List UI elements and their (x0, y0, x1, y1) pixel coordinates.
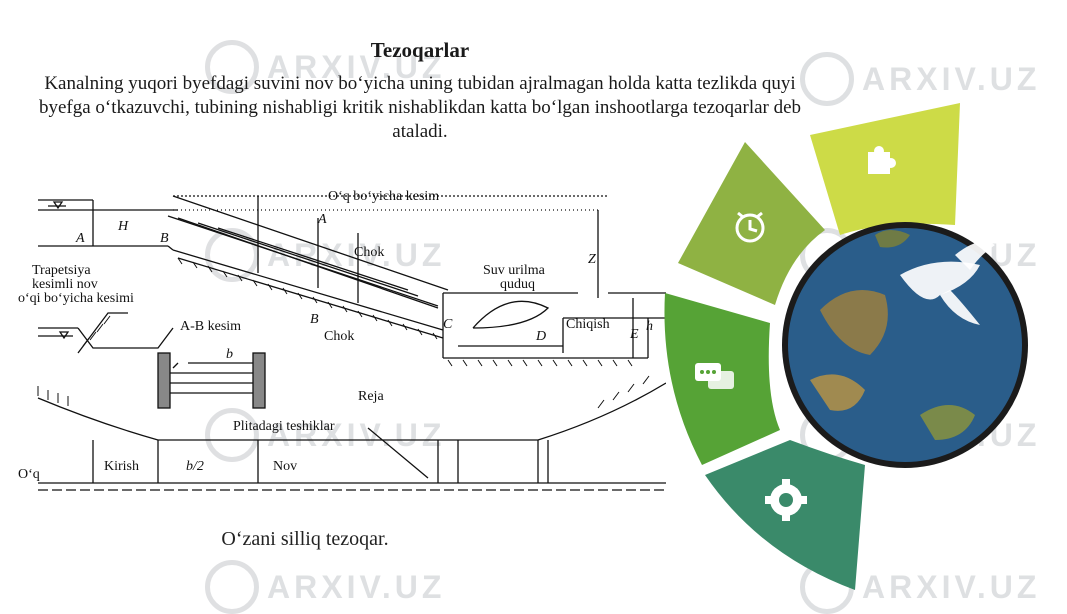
icon-menu (664, 103, 1028, 590)
puzzle-icon (868, 146, 896, 174)
label-well: Suv urilma (483, 263, 546, 278)
label-plate-holes: Plitadagi teshiklar (233, 419, 335, 434)
label-exit: Chiqish (566, 317, 610, 332)
label-trap3: o‘qi bo‘yicha kesimi (18, 291, 134, 306)
label-z: Z (588, 252, 596, 267)
label-h-small: h (646, 319, 653, 334)
label-b-width: b (226, 347, 233, 362)
chat-bubbles-icon (695, 363, 734, 389)
label-ab-section: A-B kesim (180, 319, 241, 334)
watermark: ARXIV.UZ (205, 560, 445, 614)
globe-dove-icon (782, 222, 1028, 468)
label-chok-lower: Chok (324, 329, 354, 344)
label-c: C (443, 317, 453, 332)
watermark: ARXIV.UZ (205, 408, 445, 462)
label-well2: quduq (500, 277, 535, 292)
watermark: ARXIV.UZ (205, 228, 445, 282)
label-axis: O‘q (18, 467, 40, 482)
label-b-half: b/2 (186, 459, 204, 474)
label-d: D (535, 329, 546, 344)
gear-icon (765, 479, 807, 521)
figure-caption: O‘zani silliq tezoqar. (221, 528, 389, 550)
label-b-lower: B (310, 312, 319, 327)
label-section-title: O‘q bo‘yicha kesim (328, 189, 439, 204)
alarm-clock-icon (735, 211, 765, 243)
intro-paragraph: Kanalning yuqori byefdagi suvini nov bo‘… (38, 73, 802, 142)
label-nov: Nov (273, 459, 297, 474)
label-a-top: A (317, 212, 327, 227)
label-chok-upper: Chok (354, 245, 384, 260)
label-h-big: H (117, 219, 129, 234)
page-title: Tezoqarlar (370, 38, 470, 62)
watermark: ARXIV.UZ (800, 52, 1040, 106)
label-a: A (75, 231, 85, 246)
label-entry: Kirish (104, 459, 139, 474)
label-trap2: kesimli nov (32, 277, 98, 292)
label-e: E (629, 327, 639, 342)
label-plan: Reja (358, 389, 384, 404)
spillway-drawing: O‘q bo‘yicha kesim A B H A Chok Chok B S… (18, 189, 666, 491)
label-trap1: Trapetsiya (32, 263, 91, 278)
label-b: B (160, 231, 169, 246)
watermark: ARXIV.UZ (205, 40, 445, 94)
